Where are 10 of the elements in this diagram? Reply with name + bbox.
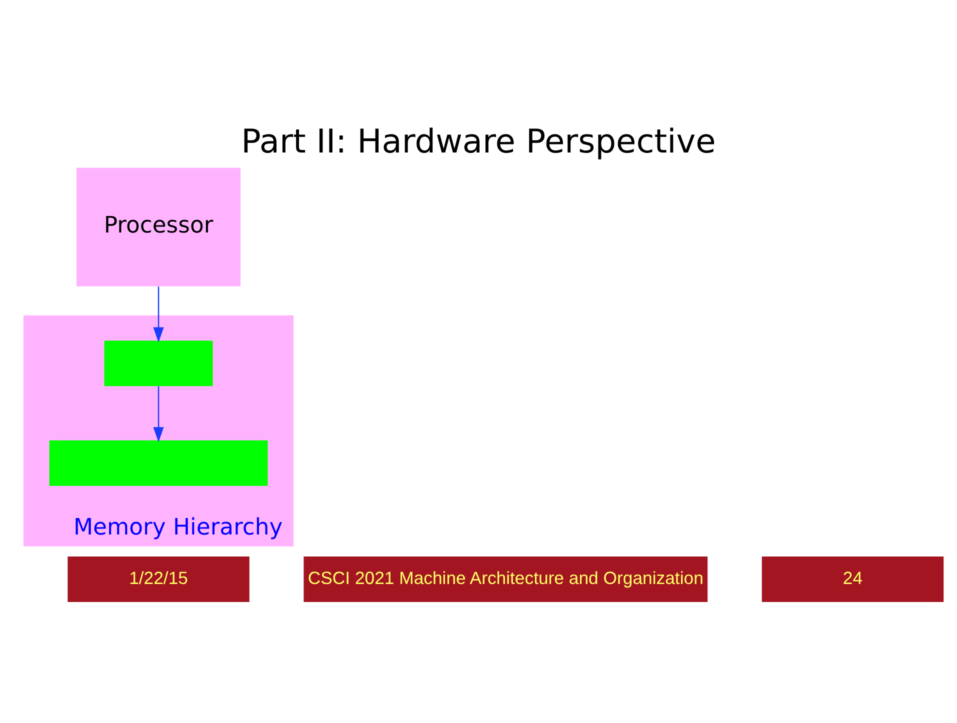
node-box — [104, 340, 213, 386]
label: CSCI 2021 Machine Architecture and Organization — [308, 568, 704, 588]
arrow — [153, 386, 164, 442]
node-box: Processor — [76, 168, 241, 286]
label: 24 — [842, 568, 863, 588]
node-box — [49, 440, 268, 486]
label: 1/22/15 — [129, 568, 188, 588]
diagram-title: Part II: Hardware Perspective — [241, 122, 716, 160]
cluster: Memory Hierarchy — [23, 315, 294, 546]
arrow — [153, 286, 164, 342]
